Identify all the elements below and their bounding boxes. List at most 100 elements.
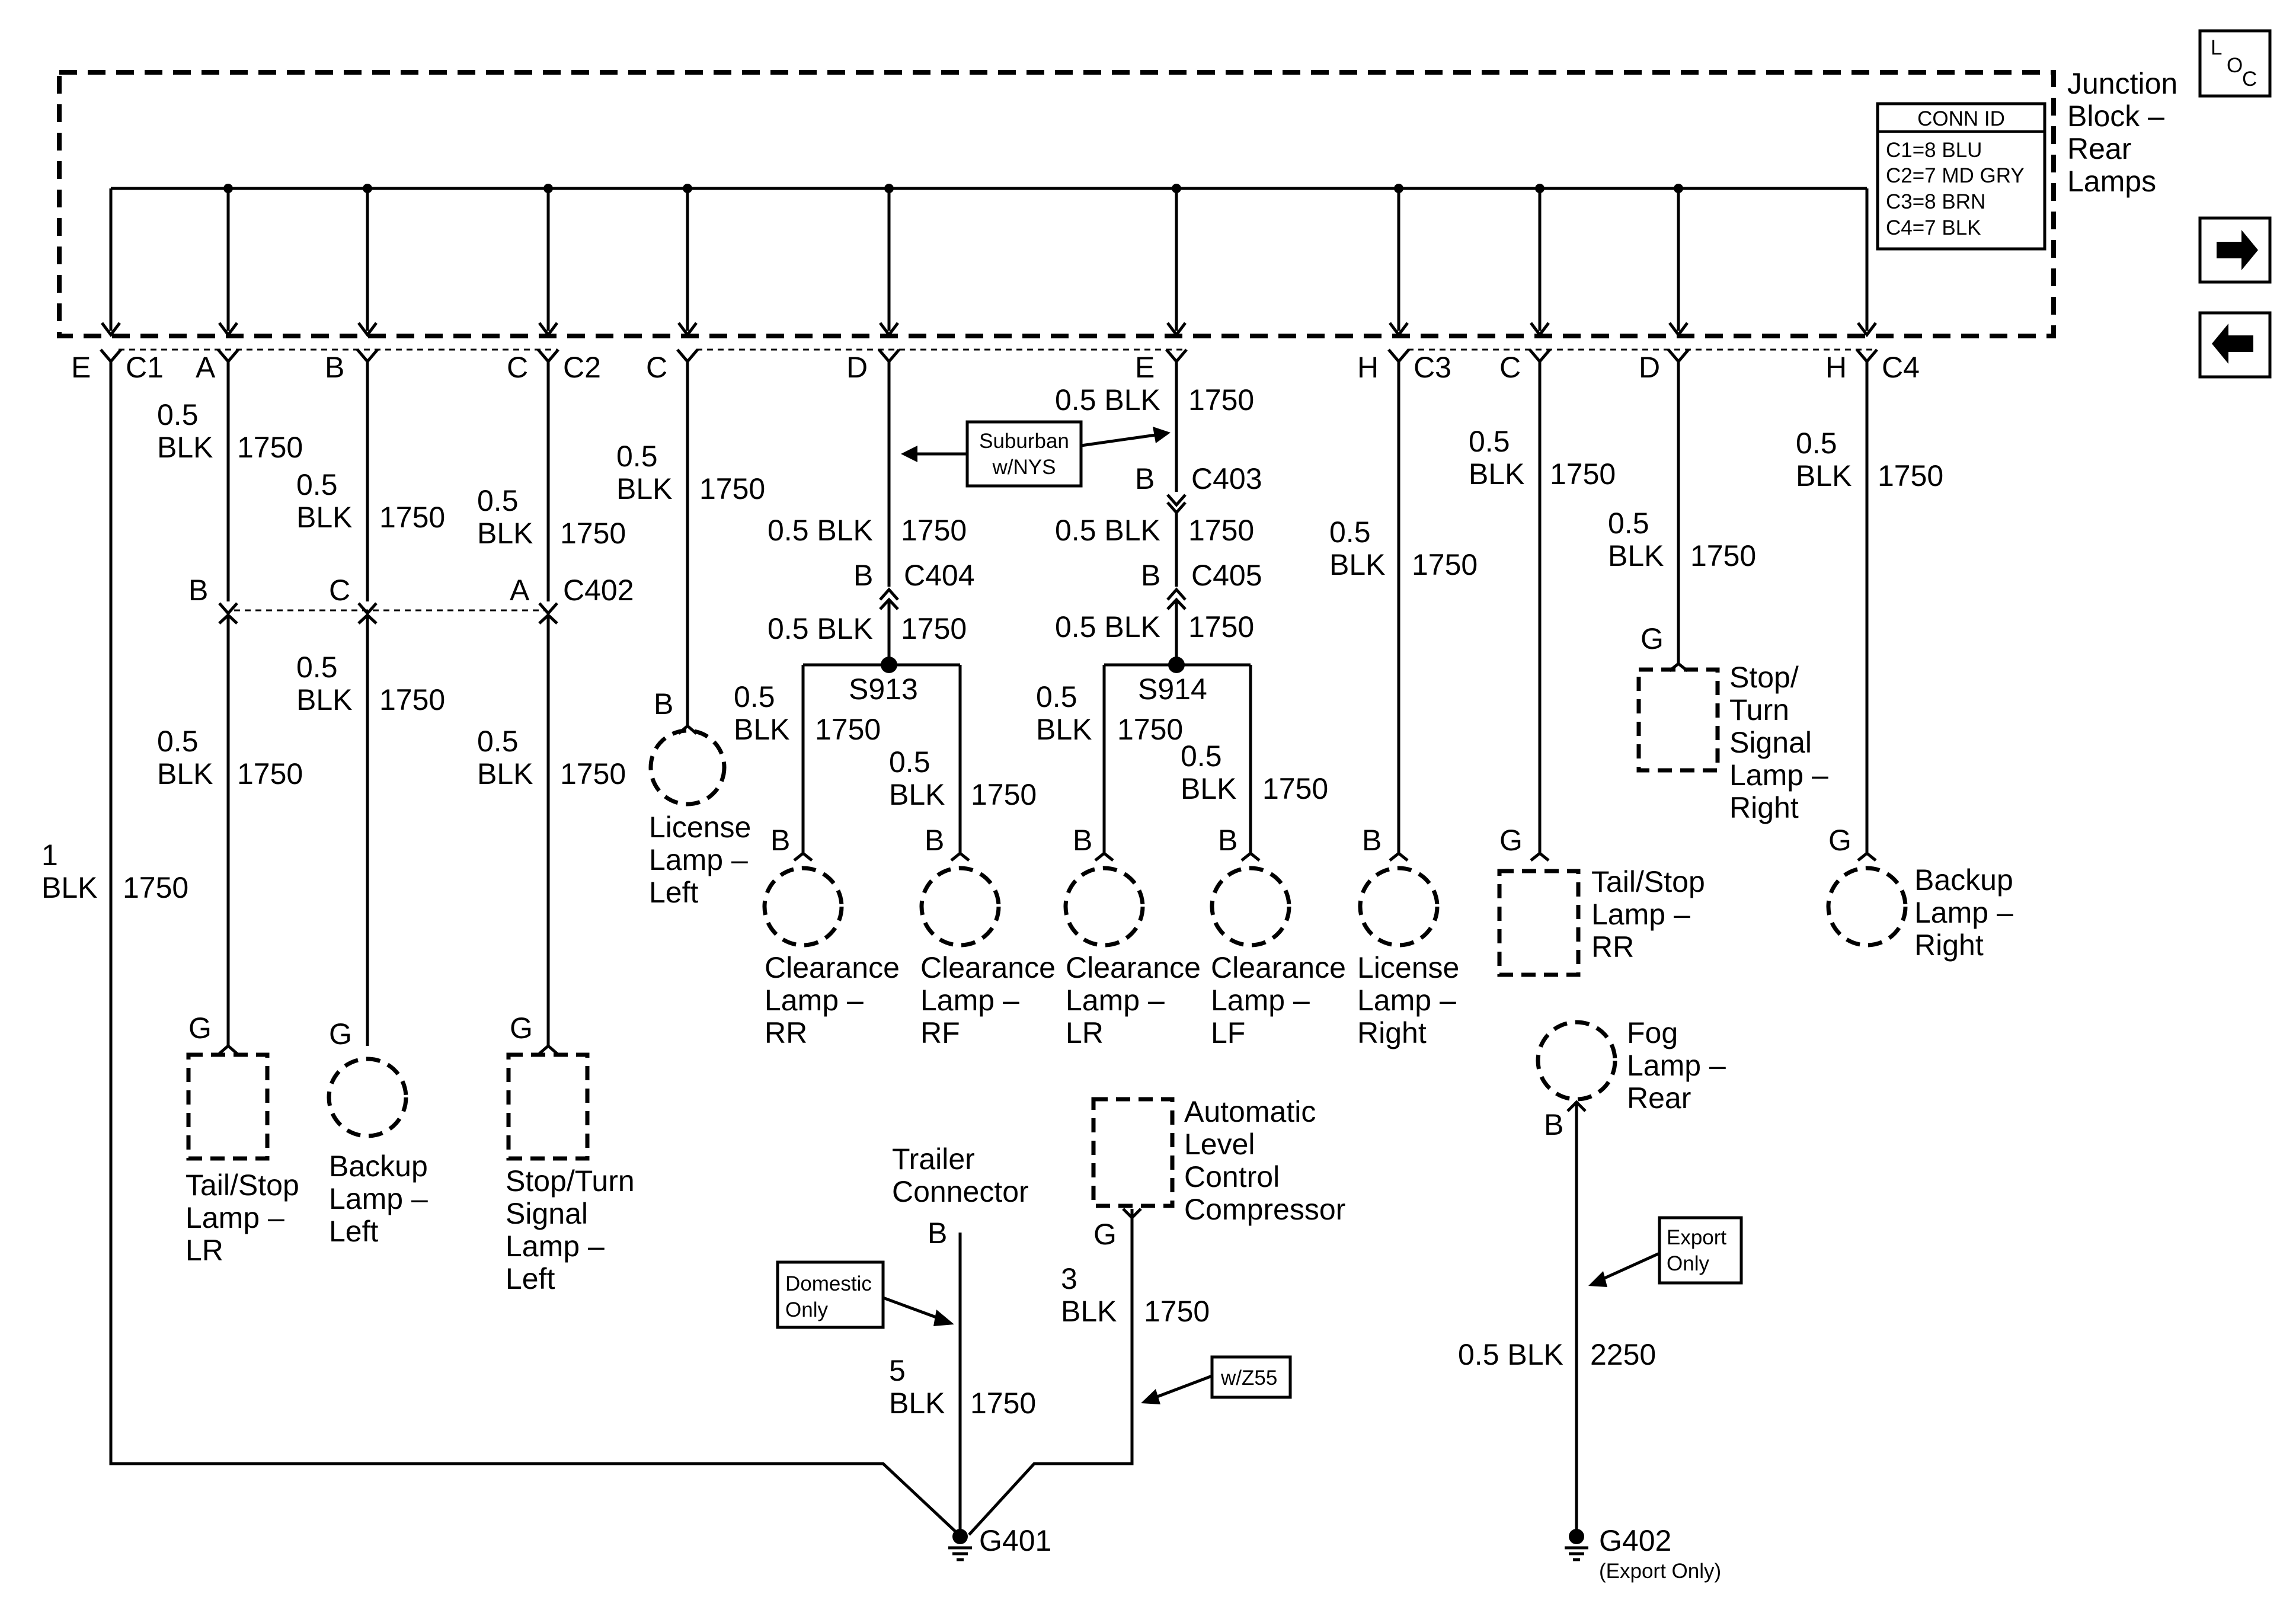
svg-text:C405: C405 [1191, 559, 1262, 592]
svg-text:C4=7 BLK: C4=7 BLK [1886, 216, 1981, 239]
svg-text:0.5: 0.5 [1329, 516, 1371, 549]
svg-text:1750: 1750 [970, 1387, 1036, 1420]
svg-text:B: B [925, 824, 944, 857]
svg-text:Clearance: Clearance [1211, 951, 1346, 984]
svg-text:Right: Right [1914, 929, 1984, 962]
svg-text:0.5 BLK: 0.5 BLK [1055, 383, 1160, 417]
svg-text:Lamp –: Lamp – [329, 1182, 428, 1215]
svg-text:G: G [188, 1012, 212, 1045]
svg-text:0.5: 0.5 [157, 725, 199, 758]
svg-text:0.5: 0.5 [1036, 680, 1077, 713]
svg-text:0.5: 0.5 [1608, 507, 1649, 540]
svg-text:Stop/: Stop/ [1729, 661, 1799, 694]
svg-text:G: G [1641, 622, 1664, 655]
svg-text:H: H [1357, 351, 1379, 384]
svg-text:B: B [770, 824, 790, 857]
svg-text:Junction: Junction [2067, 67, 2177, 100]
clearance-lamp-lf: B Clearance Lamp – LF [1210, 824, 1346, 1049]
svg-text:RR: RR [1591, 930, 1634, 964]
svg-text:0.5: 0.5 [296, 468, 338, 501]
svg-text:Lamp –: Lamp – [920, 984, 1019, 1017]
note-export-only: Export Only [1588, 1216, 1743, 1287]
license-lamp-right: B License Lamp – Right [1357, 824, 1459, 1049]
svg-text:LR: LR [1066, 1016, 1104, 1049]
previous-page-button[interactable] [2198, 311, 2272, 379]
svg-text:BLK: BLK [1061, 1295, 1117, 1328]
svg-text:0.5: 0.5 [477, 725, 519, 758]
svg-text:Backup: Backup [1914, 863, 2013, 897]
svg-text:A: A [196, 351, 216, 384]
svg-text:B: B [1218, 824, 1237, 857]
svg-text:C3=8 BRN: C3=8 BRN [1886, 190, 1985, 213]
svg-text:Rear: Rear [1627, 1081, 1691, 1115]
svg-text:D: D [1639, 351, 1660, 384]
svg-text:3: 3 [1061, 1262, 1077, 1295]
svg-text:1750: 1750 [1412, 548, 1478, 581]
svg-text:Clearance: Clearance [765, 951, 900, 984]
svg-text:1750: 1750 [699, 472, 765, 505]
clearance-lamp-lr: B Clearance Lamp – LR [1063, 824, 1201, 1049]
svg-text:Lamp –: Lamp – [1627, 1049, 1726, 1082]
stop-turn-lamp-left: G Stop/Turn Signal Lamp – Left [506, 1012, 635, 1295]
svg-text:L: L [2211, 36, 2222, 59]
svg-text:Only: Only [785, 1298, 828, 1321]
svg-text:C: C [507, 351, 528, 384]
svg-text:0.5 BLK: 0.5 BLK [1055, 514, 1160, 547]
svg-text:Lamp –: Lamp – [649, 843, 748, 876]
svg-text:1750: 1750 [1188, 610, 1254, 644]
svg-text:1750: 1750 [901, 612, 967, 645]
svg-text:G: G [510, 1012, 533, 1045]
svg-text:C1: C1 [126, 351, 164, 384]
splice-dots [881, 657, 1185, 673]
next-page-button[interactable] [2198, 216, 2272, 284]
svg-text:G401: G401 [979, 1524, 1051, 1557]
svg-text:LR: LR [186, 1234, 223, 1267]
svg-text:C2=7 MD GRY: C2=7 MD GRY [1886, 164, 2025, 187]
junction-block-label: Junction Block – Rear Lamps [2067, 67, 2177, 198]
svg-text:Suburban: Suburban [979, 430, 1069, 453]
svg-text:C: C [2242, 68, 2257, 91]
svg-text:B: B [1544, 1108, 1563, 1141]
svg-text:Lamp –: Lamp – [1729, 758, 1828, 792]
svg-text:0.5: 0.5 [157, 398, 199, 431]
svg-text:0.5 BLK: 0.5 BLK [768, 514, 873, 547]
svg-text:Lamp –: Lamp – [186, 1201, 284, 1234]
svg-text:S913: S913 [849, 673, 918, 706]
svg-text:BLK: BLK [296, 683, 353, 716]
svg-text:Export: Export [1667, 1226, 1726, 1249]
svg-text:G402: G402 [1599, 1524, 1671, 1557]
svg-text:1750: 1750 [237, 757, 303, 790]
svg-text:G: G [1093, 1218, 1117, 1251]
svg-text:H: H [1825, 351, 1847, 384]
svg-text:Stop/Turn: Stop/Turn [506, 1164, 635, 1198]
svg-text:Trailer: Trailer [892, 1142, 975, 1176]
svg-text:C: C [329, 574, 350, 607]
svg-text:1750: 1750 [1878, 459, 1943, 492]
svg-text:BLK: BLK [1329, 548, 1386, 581]
svg-text:BLK: BLK [1036, 713, 1092, 746]
svg-text:0.5 BLK: 0.5 BLK [1055, 610, 1160, 644]
svg-text:(Export Only): (Export Only) [1599, 1560, 1721, 1583]
svg-text:A: A [510, 574, 530, 607]
svg-text:BLK: BLK [616, 472, 673, 505]
left-arrow-icon [2212, 324, 2253, 364]
svg-text:1750: 1750 [1550, 457, 1616, 491]
svg-text:BLK: BLK [1469, 457, 1525, 491]
license-lamp-left: B License Lamp – Left [648, 687, 751, 909]
svg-text:Right: Right [1729, 791, 1799, 824]
svg-text:Domestic: Domestic [785, 1272, 872, 1295]
svg-text:Lamp –: Lamp – [506, 1230, 605, 1263]
svg-text:Clearance: Clearance [920, 951, 1056, 984]
svg-text:Signal: Signal [506, 1197, 588, 1230]
svg-text:2250: 2250 [1590, 1338, 1656, 1371]
trailer-connector: Trailer Connector B [892, 1142, 1029, 1250]
location-button[interactable]: L O C [2198, 29, 2272, 98]
svg-text:0.5: 0.5 [477, 484, 519, 517]
svg-text:Fog: Fog [1627, 1016, 1678, 1049]
svg-text:G: G [1499, 824, 1523, 857]
svg-text:B: B [1073, 824, 1092, 857]
svg-text:1750: 1750 [901, 514, 967, 547]
svg-text:Compressor: Compressor [1184, 1193, 1345, 1226]
svg-text:G: G [1828, 824, 1851, 857]
svg-text:B: B [188, 574, 208, 607]
